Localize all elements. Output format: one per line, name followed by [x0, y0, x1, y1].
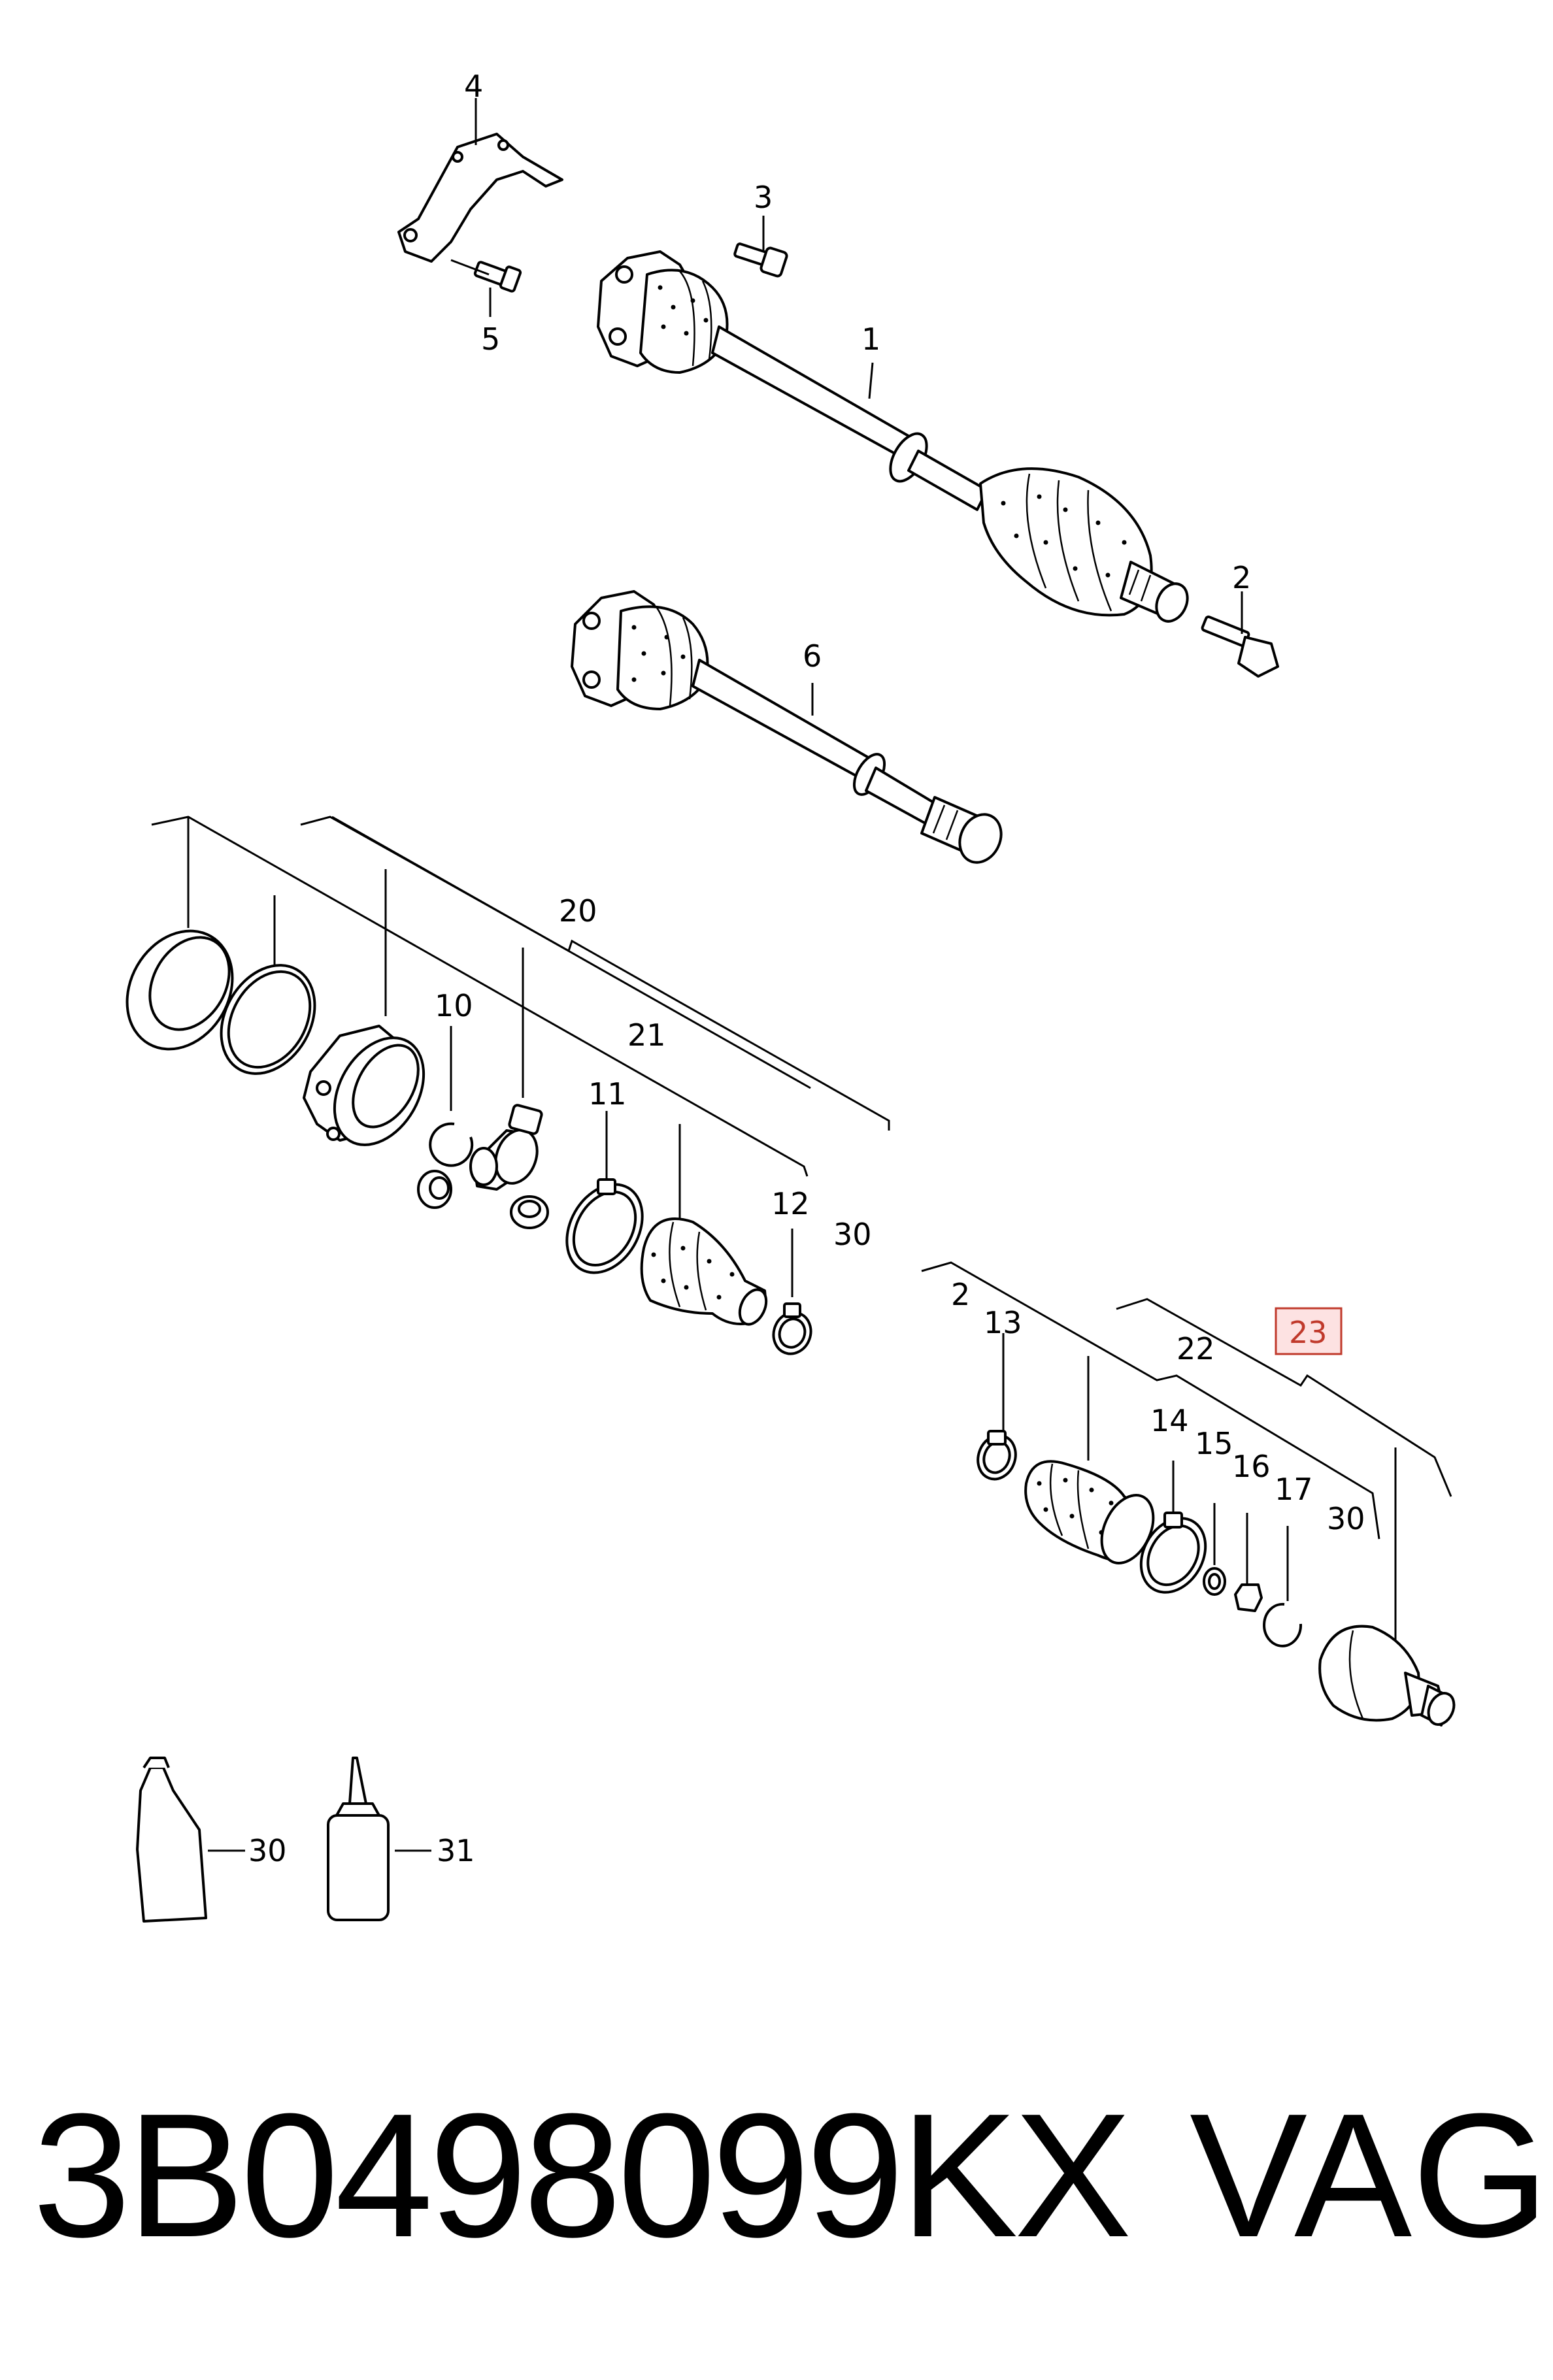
bottle-31[interactable]: [327, 1757, 390, 1921]
callout-13: 13: [984, 1305, 1022, 1340]
callout-30-right: 30: [1327, 1501, 1365, 1536]
bolt-3[interactable]: [733, 242, 788, 278]
callout-10: 10: [435, 988, 473, 1023]
callout-31: 31: [437, 1833, 475, 1868]
boot-texture-dots-outer: [1037, 1478, 1114, 1535]
boot-inner[interactable]: [640, 1217, 771, 1329]
part-number: 3B0498099KX: [33, 2077, 1132, 2274]
grease-tube-30[interactable]: [136, 1757, 207, 1923]
boot-ring-large[interactable]: [107, 912, 254, 1068]
callout-11: 11: [588, 1076, 627, 1112]
clamp-14[interactable]: [1128, 1507, 1218, 1604]
clamp-11[interactable]: [552, 1171, 658, 1287]
callout-30-left: 30: [833, 1217, 872, 1252]
callout-14: 14: [1150, 1403, 1189, 1438]
washer-15[interactable]: [1203, 1567, 1226, 1596]
boot-outer[interactable]: [1024, 1460, 1163, 1571]
callout-3: 3: [754, 180, 773, 215]
brand-name: VAG: [1190, 2077, 1550, 2274]
washer-small[interactable]: [417, 1170, 452, 1209]
callout-1: 1: [861, 322, 880, 357]
sealing-ring[interactable]: [203, 948, 334, 1090]
callout-21: 21: [627, 1017, 666, 1053]
clamp-12[interactable]: [768, 1302, 817, 1359]
callout-23-highlight[interactable]: 23: [1275, 1307, 1343, 1355]
boot-texture-dots-1: [658, 285, 1127, 578]
drive-shaft-1[interactable]: [597, 250, 1194, 626]
tripod-joint[interactable]: [469, 1104, 544, 1191]
callout-12: 12: [771, 1186, 810, 1221]
callout-4: 4: [464, 69, 483, 104]
boot-texture-dots-6: [631, 625, 686, 682]
circlip-10[interactable]: [429, 1122, 474, 1167]
callout-17: 17: [1275, 1472, 1313, 1507]
boot-texture-dots-inner: [651, 1246, 735, 1300]
callout-2-top: 2: [1232, 560, 1251, 595]
callout-20: 20: [559, 893, 597, 929]
callout-6: 6: [803, 638, 822, 674]
callout-30-tube: 30: [248, 1833, 287, 1868]
callout-23: 23: [1289, 1315, 1328, 1350]
drive-shaft-6[interactable]: [571, 590, 1009, 869]
bolt-2-top[interactable]: [1201, 615, 1279, 678]
callout-15: 15: [1195, 1426, 1233, 1461]
circlip-17[interactable]: [1263, 1602, 1303, 1647]
callout-5: 5: [481, 322, 500, 357]
callout-22: 22: [1177, 1331, 1215, 1366]
clamp-13[interactable]: [972, 1430, 1022, 1484]
spacer-16[interactable]: [1234, 1583, 1263, 1612]
callout-16: 16: [1232, 1449, 1271, 1484]
roller-small[interactable]: [510, 1195, 549, 1229]
bolt-5[interactable]: [473, 261, 522, 293]
heat-shield-bracket[interactable]: [397, 133, 563, 263]
joint-housing[interactable]: [303, 1022, 442, 1161]
group-lines-left: [151, 816, 890, 1297]
outer-joint-cv[interactable]: [1318, 1625, 1459, 1729]
group-lines-right: [921, 1261, 1452, 1647]
callout-2-kit: 2: [951, 1277, 970, 1312]
part-number-footer: 3B0498099KX VAG: [33, 2077, 1549, 2274]
